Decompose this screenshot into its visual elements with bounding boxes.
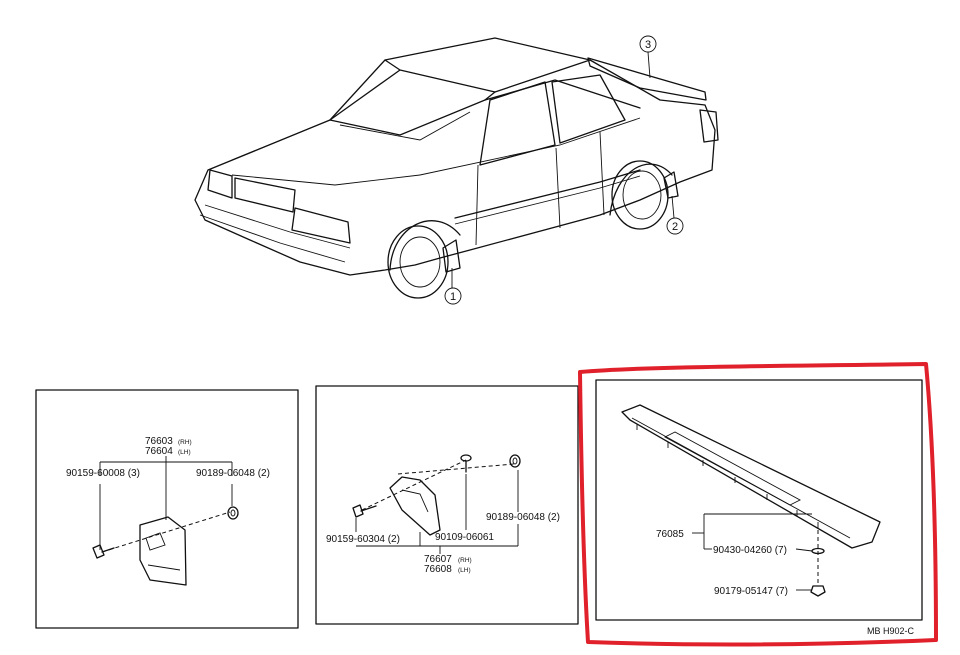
panel-rear-mudguard: 90159-60304 (2) 90109-06061 90189-06048 …: [315, 385, 579, 625]
mudguard-part: [139, 516, 187, 586]
highlight-box: [578, 362, 938, 647]
nut-icon: [227, 506, 239, 520]
part-90179-05147: 90179-05147 (7): [714, 586, 788, 597]
callout-1-label: 1: [450, 291, 456, 303]
part-90189-06048: 90189-06048 (2): [196, 468, 270, 479]
part-76603-side: (RH): [178, 439, 192, 446]
part-76607-side: (RH): [458, 557, 472, 564]
part-90189-06048: 90189-06048 (2): [486, 512, 560, 523]
part-76603: 76603: [145, 436, 173, 447]
car-illustration: [194, 37, 719, 299]
part-90159-60304: 90159-60304 (2): [326, 534, 400, 545]
clip-icon: [460, 454, 472, 473]
part-76085: 76085: [656, 529, 684, 540]
part-76604-side: (LH): [178, 449, 191, 456]
part-90430-04260: 90430-04260 (7): [713, 545, 787, 556]
nut-icon: [810, 585, 826, 597]
panel-front-mudguard: 76603 (RH) 76604 (LH) 90159-60008 (3) 90…: [35, 389, 299, 629]
diagram-code: MB H902-C: [867, 626, 915, 636]
part-90159-60008: 90159-60008 (3): [66, 468, 140, 479]
spoiler-part: [621, 404, 881, 549]
callout-3-label: 3: [645, 39, 651, 51]
panel-rear-spoiler: 76085 90430-04260 (7) 90179-05147 (7) MB…: [595, 379, 923, 636]
screw-icon: [92, 544, 115, 559]
part-76604: 76604: [145, 446, 173, 457]
part-76607: 76607: [424, 554, 452, 565]
part-76608-side: (LH): [458, 567, 471, 574]
callout-2-label: 2: [672, 221, 678, 233]
callout-3: 3: [639, 35, 657, 53]
screw-icon: [352, 504, 377, 518]
mudguard-part: [389, 476, 441, 536]
callout-1: 1: [444, 287, 462, 305]
part-90109-06061: 90109-06061: [435, 532, 494, 543]
callout-2: 2: [666, 217, 684, 235]
nut-icon: [509, 454, 521, 468]
part-76608: 76608: [424, 564, 452, 575]
